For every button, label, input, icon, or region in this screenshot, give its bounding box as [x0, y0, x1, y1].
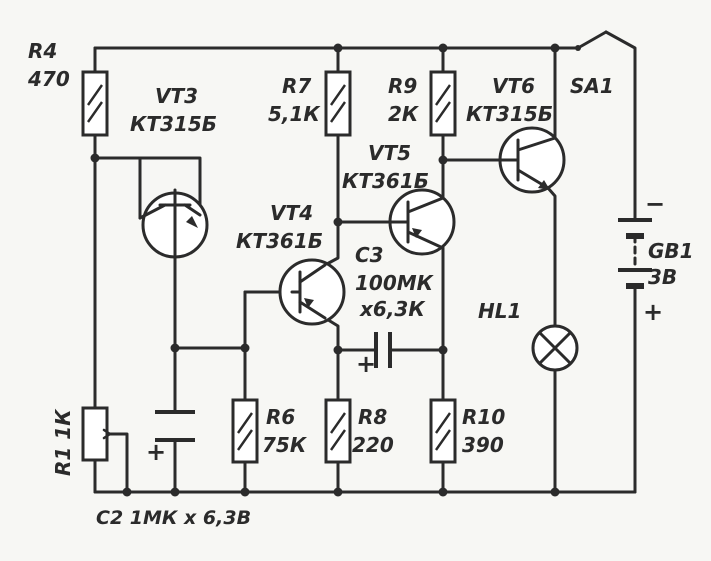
- resistor-r10: [429, 398, 457, 464]
- c3-plus-sign: +: [356, 350, 376, 378]
- transistor-vt4: [278, 258, 346, 326]
- vt5-type: КТ361Б: [342, 169, 429, 193]
- resistor-r7: [324, 70, 352, 137]
- lamp-hl1: [531, 324, 579, 372]
- resistor-r9: [429, 70, 457, 137]
- r8-ref: R8: [358, 405, 387, 429]
- resistor-r4: [81, 70, 109, 137]
- vt5-ref: VT5: [368, 141, 411, 165]
- vt4-type: КТ361Б: [236, 229, 323, 253]
- capacitor-c2: [155, 410, 195, 442]
- r10-ref: R10: [462, 405, 505, 429]
- transistor-vt3: [138, 188, 209, 259]
- switch-sa1: [575, 30, 608, 51]
- potentiometer-r1: [81, 406, 112, 462]
- gb1-value: 3В: [648, 265, 677, 289]
- r4-value: 470: [27, 67, 70, 91]
- wires: [93, 30, 637, 494]
- c3-ref: C3: [355, 243, 384, 267]
- c3-value: 100МК: [355, 271, 435, 295]
- capacitor-c3: [374, 332, 392, 368]
- vt6-ref: VT6: [492, 74, 535, 98]
- junction-dots: [90, 43, 560, 497]
- c2-label: C2 1МК х 6,3В: [96, 507, 251, 529]
- gb1-ref: GB1: [648, 239, 694, 263]
- battery-gb1: [618, 203, 652, 292]
- resistor-r6: [231, 398, 259, 464]
- r1-label: R1 1К: [51, 408, 75, 476]
- resistor-r8: [324, 398, 352, 464]
- sa1-ref: SA1: [570, 74, 614, 98]
- c3-voltage: х6,3К: [359, 297, 426, 321]
- vt4-ref: VT4: [270, 201, 313, 225]
- r4-ref: R4: [28, 39, 57, 63]
- transistor-vt5: [388, 188, 456, 256]
- c2-plus-sign: +: [146, 438, 166, 466]
- r9-ref: R9: [388, 74, 417, 98]
- vt3-type: КТ315Б: [130, 112, 217, 136]
- r6-ref: R6: [266, 405, 295, 429]
- transistor-vt6: [498, 126, 566, 194]
- vt3-ref: VT3: [155, 84, 198, 108]
- hl1-ref: HL1: [478, 299, 521, 323]
- gb1-minus-sign: −: [645, 190, 665, 218]
- r7-ref: R7: [282, 74, 311, 98]
- r10-value: 390: [462, 433, 504, 457]
- r6-value: 75К: [262, 433, 308, 457]
- r8-value: 220: [352, 433, 394, 457]
- vt6-type: КТ315Б: [466, 102, 553, 126]
- r7-value: 5,1К: [268, 102, 321, 126]
- r9-value: 2К: [388, 102, 420, 126]
- labels: R4 470 VT3 КТ315Б R7 5,1К R9 2К VT6 КТ31…: [27, 39, 694, 529]
- gb1-plus-sign: +: [643, 298, 663, 326]
